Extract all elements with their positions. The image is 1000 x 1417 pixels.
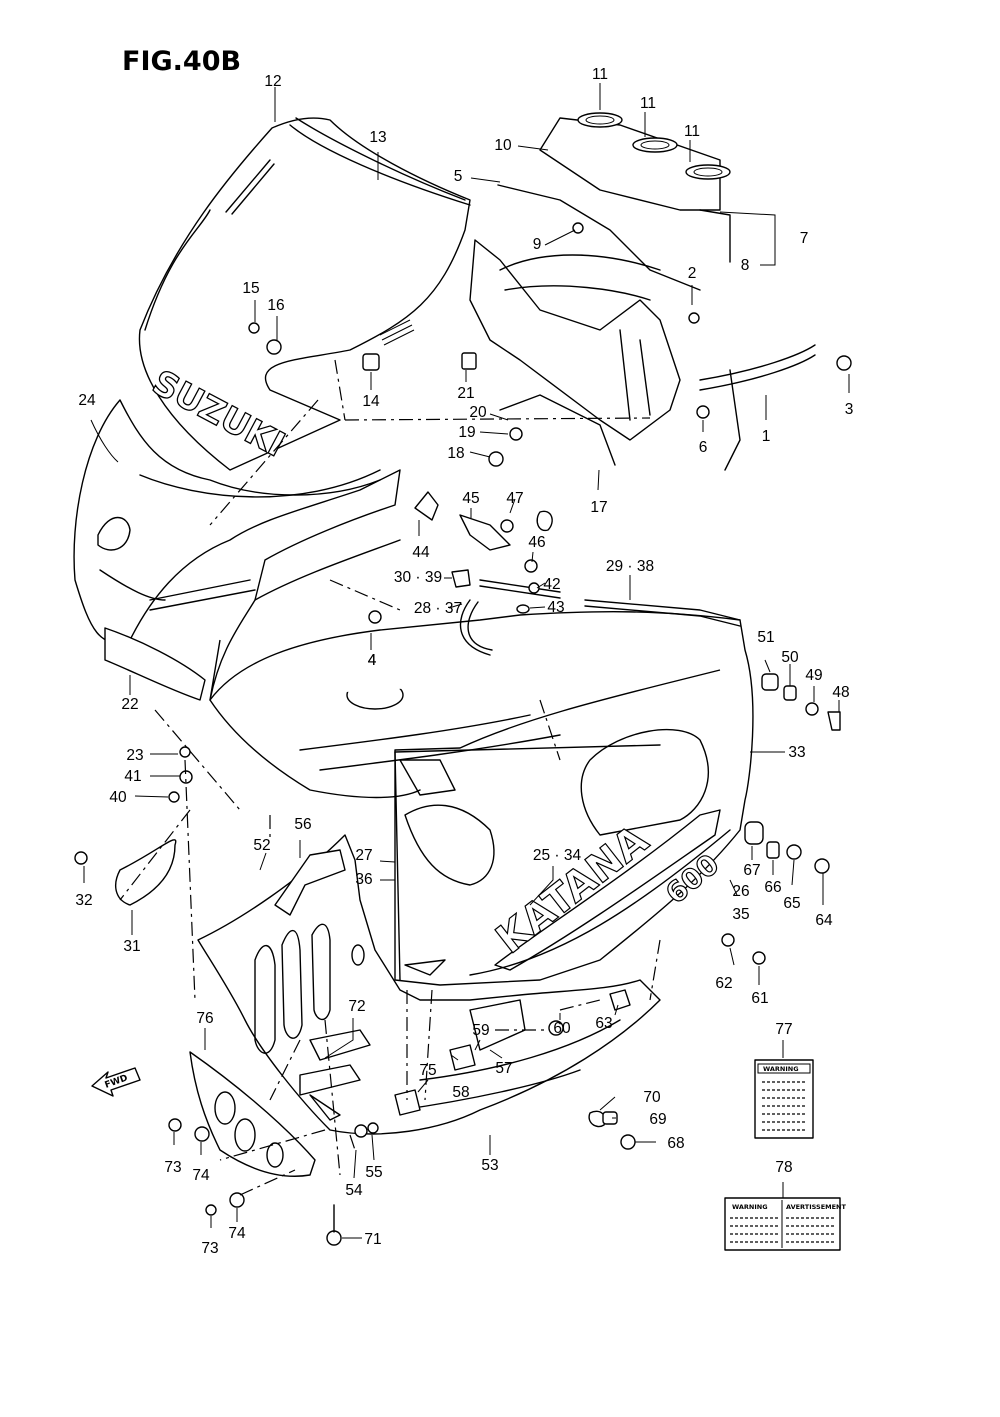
callout-58: 58 xyxy=(452,1084,469,1101)
callout-32: 32 xyxy=(75,892,92,909)
callout-69: 69 xyxy=(649,1111,666,1128)
figure-title: FIG.40B xyxy=(122,46,241,77)
callout-22: 22 xyxy=(121,696,138,713)
bracket-56 xyxy=(274,849,346,916)
callout-46: 46 xyxy=(528,534,545,551)
callout-56: 56 xyxy=(294,816,311,833)
callout-6: 6 xyxy=(699,439,708,456)
callout-54: 54 xyxy=(345,1182,363,1199)
callout-44: 44 xyxy=(412,544,430,561)
hardware xyxy=(74,222,852,1246)
callout-3: 3 xyxy=(845,401,854,418)
callout-50: 50 xyxy=(781,649,799,666)
callout-78: 78 xyxy=(775,1159,792,1176)
warning-label-78: WARNING AVERTISSEMENT xyxy=(724,1197,846,1251)
callout-71: 71 xyxy=(364,1231,381,1248)
under-cowling xyxy=(197,834,661,1135)
callout-42: 42 xyxy=(543,576,560,593)
callout-16: 16 xyxy=(267,297,284,314)
callout-75: 75 xyxy=(419,1062,436,1079)
callout-36: 36 xyxy=(355,871,372,888)
callout-17: 17 xyxy=(590,499,607,516)
callout-61: 61 xyxy=(751,990,768,1007)
callout-30-39: 30 · 39 xyxy=(394,569,442,586)
callout-20: 20 xyxy=(469,404,487,421)
callout-13: 13 xyxy=(369,129,386,146)
warning-label-78-heading-right: AVERTISSEMENT xyxy=(786,1203,846,1211)
callout-55: 55 xyxy=(365,1164,382,1181)
assembly-lines xyxy=(119,359,661,1196)
callout-21: 21 xyxy=(457,385,474,402)
callout-11: 11 xyxy=(592,66,608,83)
callout-60: 60 xyxy=(553,1020,571,1037)
callout-74: 74 xyxy=(228,1225,246,1242)
callout-51: 51 xyxy=(757,629,774,646)
upper-cowling xyxy=(73,399,404,710)
callout-47: 47 xyxy=(506,490,523,507)
callout-59: 59 xyxy=(472,1022,489,1039)
callout-15: 15 xyxy=(242,280,259,297)
callout-4: 4 xyxy=(368,652,377,669)
warning-label-78-heading-left: WARNING xyxy=(732,1203,768,1211)
callout-76: 76 xyxy=(196,1010,213,1027)
callout-45: 45 xyxy=(462,490,479,507)
callout-31: 31 xyxy=(123,938,140,955)
callout-18: 18 xyxy=(447,445,464,462)
callout-23: 23 xyxy=(126,747,143,764)
callout-52: 52 xyxy=(253,837,270,854)
warning-label-77: WARNING xyxy=(754,1059,814,1139)
callout-4: 4 xyxy=(368,652,377,669)
callout-7: 7 xyxy=(800,230,809,247)
callout-2: 2 xyxy=(688,265,697,282)
callout-25-34: 25 · 34 xyxy=(533,847,582,864)
callout-49: 49 xyxy=(805,667,822,684)
callout-48: 48 xyxy=(832,684,849,701)
callout-26: 26 xyxy=(732,883,749,900)
callout-73: 73 xyxy=(164,1159,181,1176)
callout-11: 11 xyxy=(684,123,700,140)
callout-53: 53 xyxy=(481,1157,498,1174)
callout-73: 73 xyxy=(201,1240,218,1257)
callout-11: 11 xyxy=(640,95,656,112)
callout-63: 63 xyxy=(595,1015,612,1032)
callout-41: 41 xyxy=(124,768,141,785)
callout-29-38: 29 · 38 xyxy=(606,558,654,575)
callout-19: 19 xyxy=(458,424,475,441)
callout-77: 77 xyxy=(775,1021,792,1038)
callout-68: 68 xyxy=(667,1135,684,1152)
callout-35: 35 xyxy=(732,906,749,923)
callout-33: 33 xyxy=(788,744,805,761)
callout-72: 72 xyxy=(348,998,365,1015)
warning-label-77-heading: WARNING xyxy=(763,1065,799,1073)
leader-lines xyxy=(83,83,850,1239)
callout-10: 10 xyxy=(494,137,512,154)
callout-28-37: 28 · 37 xyxy=(414,600,462,617)
callout-9: 9 xyxy=(533,236,542,253)
callout-64: 64 xyxy=(815,912,833,929)
cowling-brace xyxy=(469,184,816,471)
callout-27: 27 xyxy=(355,847,372,864)
windscreen: SUZUKI xyxy=(138,117,471,471)
callout-70: 70 xyxy=(643,1089,661,1106)
callout-43: 43 xyxy=(547,599,564,616)
inner-panel xyxy=(104,579,256,701)
callout-67: 67 xyxy=(743,862,760,879)
meter-panel xyxy=(539,112,731,211)
forward-arrow-icon: FWD xyxy=(91,1067,141,1097)
callout-labels: 1234456789101111111213141516171819202122… xyxy=(75,66,853,1257)
callout-24: 24 xyxy=(78,392,96,409)
callout-74: 74 xyxy=(192,1167,210,1184)
callout-8: 8 xyxy=(741,257,750,274)
callout-57: 57 xyxy=(495,1060,512,1077)
callout-1: 1 xyxy=(762,428,771,445)
callout-12: 12 xyxy=(264,73,281,90)
side-panel xyxy=(189,1051,316,1177)
callout-66: 66 xyxy=(764,879,781,896)
callout-65: 65 xyxy=(783,895,800,912)
callout-14: 14 xyxy=(362,393,380,410)
callout-40: 40 xyxy=(109,789,127,806)
callout-5: 5 xyxy=(454,168,463,185)
callout-62: 62 xyxy=(715,975,732,992)
